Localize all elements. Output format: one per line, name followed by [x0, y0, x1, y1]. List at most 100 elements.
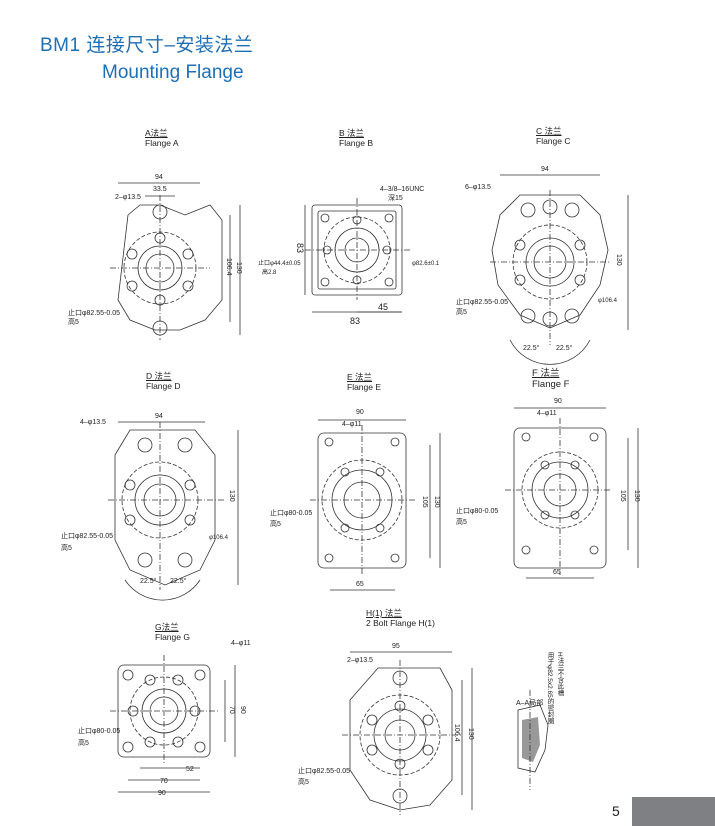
drawing-flange-b: [304, 198, 410, 313]
flange-f-caption: F 法兰 Flange F: [532, 368, 570, 390]
drawing-flange-c: [490, 174, 629, 365]
flange-d-bolt-circle: φ106.4: [209, 535, 228, 541]
flange-b-pilot: 止口φ44.4±0.05: [258, 261, 301, 267]
flange-a-pilot: 止口φ82.55-0.05: [68, 310, 121, 317]
drawing-flange-a: [110, 182, 241, 340]
flange-c-angle-1: 22.5°: [523, 345, 540, 352]
flange-d-caption: D 法兰 Flange D: [146, 371, 181, 391]
flange-h1-dim-130: 130: [467, 728, 474, 740]
flange-f-dim-105: 105: [619, 490, 626, 502]
flange-a-caption: A法兰 Flange A: [145, 128, 179, 148]
drawing-flange-g: [110, 655, 236, 793]
flange-a-holes: 2–φ13.5: [115, 194, 141, 201]
flange-h1-dim-106: 106.4: [453, 724, 460, 742]
page-title-english: Mounting Flange: [102, 62, 244, 83]
flange-g-dim-70-bottom: 70: [160, 778, 168, 785]
flange-b-depth: 高2.8: [262, 270, 277, 276]
flange-f-zh: F 法兰: [532, 368, 560, 379]
flange-e-holes: 4–φ11: [342, 421, 362, 428]
flange-b-caption: B 法兰 Flange B: [339, 128, 373, 148]
detail-seal-note: 用于φ82.5x2.65的密封圈: [546, 652, 553, 724]
flange-c-zh: C 法兰: [536, 126, 562, 136]
flange-g-dim-70: 70: [228, 706, 235, 714]
flange-d-holes: 4–φ13.5: [80, 419, 106, 426]
flange-a-depth: 高5: [68, 319, 79, 326]
detail-a-a-label: A–A局部: [516, 700, 544, 707]
flange-g-dim-52: 52: [186, 766, 194, 773]
footer-bar: [632, 797, 715, 826]
drawing-detail-a-a: [517, 690, 549, 790]
flange-g-depth: 高5: [78, 740, 89, 747]
flange-e-dim-130: 130: [433, 496, 440, 508]
flange-a-dim-106: 106.4: [225, 258, 232, 276]
flange-b-thread: 4–3/8–16UNC: [380, 186, 425, 193]
flange-h1-depth: 高5: [298, 779, 309, 786]
flange-g-en: Flange G: [155, 632, 190, 642]
drawing-flange-f: [505, 407, 639, 579]
flange-b-dim-half: 45: [378, 302, 389, 312]
flange-a-en: Flange A: [145, 138, 179, 148]
flange-d-depth: 高5: [61, 545, 72, 552]
flange-h1-caption: H(1) 法兰 2 Bolt Flange H(1): [366, 608, 435, 628]
flange-d-width: 94: [155, 413, 163, 420]
flange-g-dim-90-bottom: 90: [158, 790, 166, 797]
page-number: 5: [612, 803, 620, 819]
flange-e-zh: E 法兰: [347, 372, 373, 382]
flange-b-dim-left: 83: [295, 243, 305, 254]
page-title-chinese: BM1 连接尺寸–安装法兰: [40, 35, 254, 56]
flange-c-caption: C 法兰 Flange C: [536, 126, 571, 146]
flange-h1-holes: 2–φ13.5: [347, 657, 373, 664]
flange-g-pilot: 止口φ80-0.05: [78, 728, 121, 735]
flange-e-pilot: 止口φ80-0.05: [270, 510, 313, 517]
drawing-flange-d: [108, 421, 239, 601]
detail-h-note: H法兰不含此槽: [556, 652, 563, 696]
flange-d-zh: D 法兰: [146, 371, 172, 381]
flange-d-en: Flange D: [146, 381, 181, 391]
flange-e-dim-105: 105: [421, 496, 428, 508]
flange-f-dim-bottom: 65: [553, 569, 561, 576]
flange-h1-width: 95: [392, 643, 400, 650]
flange-d-dim-130: 130: [228, 490, 235, 502]
flange-b-thread-depth: 深15: [388, 195, 403, 202]
drawing-flange-e: [310, 419, 441, 591]
flange-b-en: Flange B: [339, 138, 374, 148]
flange-c-holes: 6–φ13.5: [465, 184, 491, 191]
flange-b-zh: B 法兰: [339, 128, 365, 138]
flange-f-pilot: 止口φ80-0.05: [456, 508, 499, 515]
flange-g-caption: G法兰 Flange G: [155, 622, 190, 642]
flange-f-en: Flange F: [532, 379, 570, 390]
flange-a-subwidth: 33.5: [153, 186, 167, 193]
flange-g-zh: G法兰: [155, 622, 179, 632]
flange-f-width: 90: [554, 398, 562, 405]
flange-b-dim-bottom: 83: [350, 316, 361, 326]
flange-g-dim-90: 90: [239, 706, 246, 714]
flange-c-depth: 高5: [456, 309, 467, 316]
flange-b-bolt-circle: φ82.6±0.1: [412, 261, 440, 267]
flange-c-pilot: 止口φ82.55-0.05: [456, 299, 509, 306]
flange-f-depth: 高5: [456, 519, 467, 526]
flange-a-width: 94: [155, 174, 163, 181]
flange-e-en: Flange E: [347, 382, 382, 392]
flange-d-angle-1: 22.5°: [140, 578, 157, 585]
flange-e-width: 90: [356, 409, 364, 416]
flange-e-dim-bottom: 65: [356, 581, 364, 588]
flange-h1-pilot: 止口φ82.55-0.05: [298, 768, 351, 775]
flange-d-angle-2: 22.5°: [170, 578, 187, 585]
flange-a-dim-130: 130: [235, 262, 242, 274]
flange-d-pilot: 止口φ82.55-0.05: [61, 533, 114, 540]
flange-a-zh: A法兰: [145, 128, 168, 138]
flange-f-holes: 4–φ11: [537, 410, 557, 417]
flange-c-width: 94: [541, 166, 549, 173]
flange-e-depth: 高5: [270, 521, 281, 528]
drawing-flange-h1: [342, 651, 473, 815]
flange-h1-en: 2 Bolt Flange H(1): [366, 618, 435, 628]
flange-c-angle-2: 22.5°: [556, 345, 573, 352]
flange-g-holes: 4–φ11: [231, 640, 251, 647]
flange-e-caption: E 法兰 Flange E: [347, 372, 381, 392]
flange-c-bolt-circle: φ106.4: [598, 298, 617, 304]
flange-c-en: Flange C: [536, 136, 571, 146]
flange-f-dim-130: 130: [633, 490, 640, 502]
flange-c-dim-130: 130: [615, 254, 622, 266]
flange-h1-zh: H(1) 法兰: [366, 608, 402, 618]
